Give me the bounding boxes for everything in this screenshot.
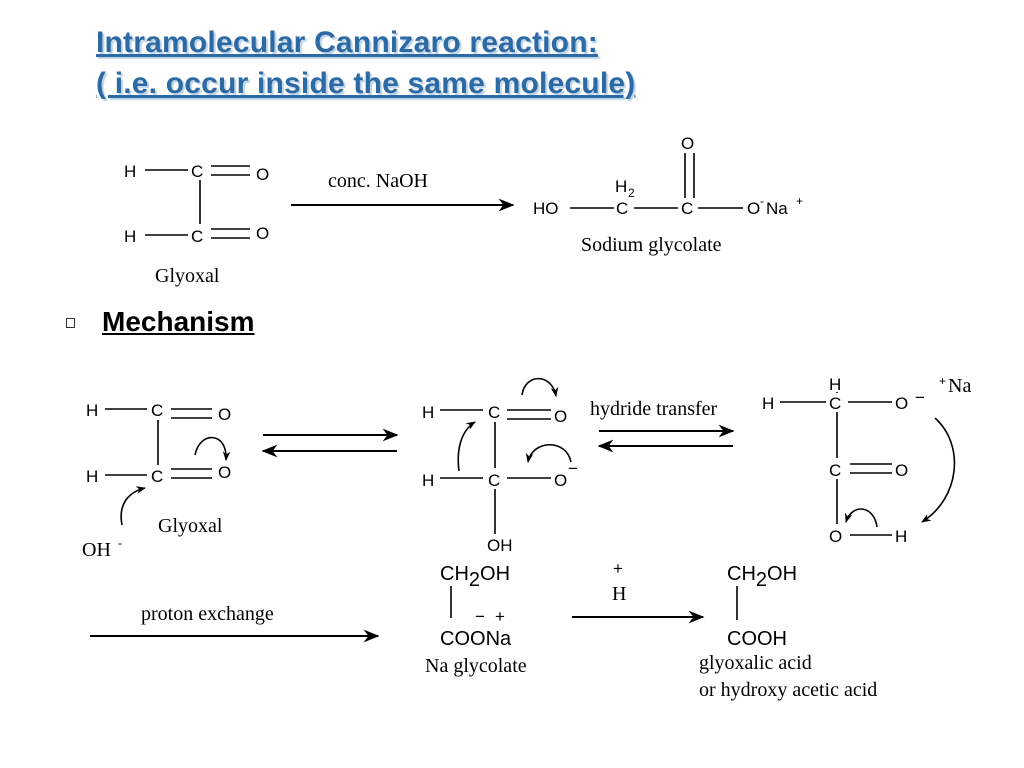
atom-o: O — [256, 224, 269, 243]
atom-h: H — [86, 401, 98, 420]
proton-h: H — [612, 583, 626, 605]
curved-arrow — [120, 486, 146, 526]
atom-ho: HO — [533, 199, 559, 218]
charge-minus: − — [475, 607, 485, 626]
atom-na: Na — [766, 199, 788, 218]
charge-plus: + — [939, 374, 946, 388]
charge-plus: + — [495, 607, 505, 626]
glyoxal-label: Glyoxal — [155, 265, 220, 287]
atom-o: O — [218, 463, 231, 482]
atom-c: C — [616, 199, 628, 218]
atom-c: C — [151, 467, 163, 486]
atom-h: H — [762, 394, 774, 413]
atom-h: H — [895, 527, 907, 546]
glyoxal-label: Glyoxal — [158, 515, 223, 537]
atom-o: O — [681, 134, 694, 153]
curved-arrow — [844, 508, 878, 528]
curved-arrow — [525, 444, 572, 463]
atom-c: C — [151, 401, 163, 420]
atom-h: H — [615, 177, 627, 196]
tetrahedral-intermediate — [440, 409, 551, 534]
glyoxal-top — [145, 165, 250, 239]
atom-h: H — [124, 162, 136, 181]
product-name-line2: or hydroxy acetic acid — [699, 679, 877, 701]
mechanism-heading: Mechanism — [102, 306, 255, 337]
atom-c: C — [191, 162, 203, 181]
product-name-line1: glyoxalic acid — [699, 652, 812, 674]
hydride-intermediate — [780, 392, 892, 536]
atom-oh: OH — [487, 536, 513, 555]
hydride-transfer-label: hydride transfer — [590, 398, 718, 420]
curved-arrow — [921, 417, 956, 523]
atom-o: O — [218, 405, 231, 424]
atom-o: O — [747, 199, 760, 218]
h-subscript: 2 — [628, 186, 635, 200]
charge-minus: − — [915, 388, 925, 407]
atom-o: O — [895, 461, 908, 480]
formula-ch2oh: CH2OH — [727, 563, 797, 591]
atom-o: O — [256, 165, 269, 184]
atom-o: O — [554, 407, 567, 426]
hydroxide-label: OH — [82, 539, 111, 561]
atom-c: C — [191, 227, 203, 246]
charge-plus: + — [796, 194, 803, 208]
title-line-2: ( i.e. occur inside the same molecule) — [96, 67, 636, 100]
curved-arrow — [194, 436, 231, 461]
atom-o: O — [829, 527, 842, 546]
atom-h: H — [86, 467, 98, 486]
charge-minus: − — [568, 459, 578, 478]
reagent-label: conc. NaOH — [328, 170, 428, 192]
proton-exchange-label: proton exchange — [141, 603, 274, 625]
formula-cooh: COOH — [727, 628, 787, 650]
curved-arrow — [457, 421, 476, 472]
atom-na: Na — [948, 375, 971, 397]
bullet-icon — [66, 318, 75, 328]
formula-coona: COONa — [440, 628, 512, 650]
atom-h: H — [422, 471, 434, 490]
formula-ch2oh: CH2OH — [440, 563, 510, 591]
atom-c: C — [829, 394, 841, 413]
atom-c: C — [681, 199, 693, 218]
atom-c: C — [488, 471, 500, 490]
atom-o: O — [554, 471, 567, 490]
atom-c: C — [488, 403, 500, 422]
proton-charge: + — [613, 559, 623, 578]
atom-h: H — [124, 227, 136, 246]
charge-minus: - — [760, 194, 764, 208]
na-glycolate-label: Na glycolate — [425, 655, 527, 677]
charge-minus: - — [118, 536, 122, 550]
atom-h: H — [422, 403, 434, 422]
sodium-glycolate-structure — [570, 153, 743, 209]
atom-h: H — [829, 375, 841, 394]
product-label: Sodium glycolate — [581, 234, 722, 256]
glyoxal-mechanism-structure — [105, 408, 212, 479]
curved-arrow — [521, 377, 559, 397]
atom-c: C — [829, 461, 841, 480]
title-line-1: Intramolecular Cannizaro reaction: — [96, 26, 598, 59]
atom-o: O — [895, 394, 908, 413]
